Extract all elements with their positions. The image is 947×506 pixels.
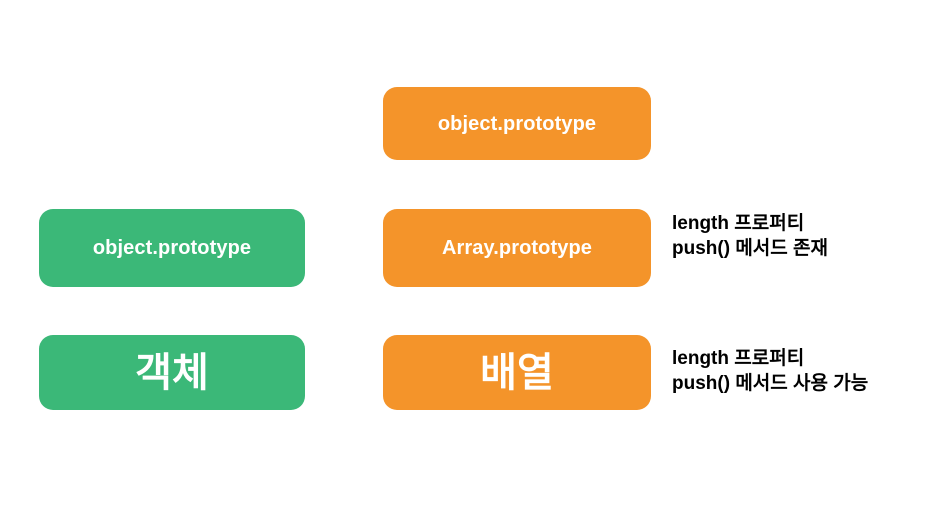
annotation-array-instance: length 프로퍼티 push() 메서드 사용 가능: [672, 348, 869, 395]
annotation-array-prototype: length 프로퍼티 push() 메서드 존재: [672, 213, 828, 260]
node-orange-object-prototype[interactable]: object.prototype: [383, 87, 651, 160]
node-label: 배열: [480, 350, 554, 395]
node-green-object-instance[interactable]: 객체: [39, 335, 305, 410]
node-label: object.prototype: [437, 112, 597, 135]
node-label: Array.prototype: [441, 237, 593, 259]
node-green-object-prototype[interactable]: object.prototype: [39, 209, 305, 287]
node-label: object.prototype: [92, 237, 252, 259]
node-label: 객체: [135, 350, 209, 395]
node-orange-array-prototype[interactable]: Array.prototype: [383, 209, 651, 287]
node-orange-array-instance[interactable]: 배열: [383, 335, 651, 410]
